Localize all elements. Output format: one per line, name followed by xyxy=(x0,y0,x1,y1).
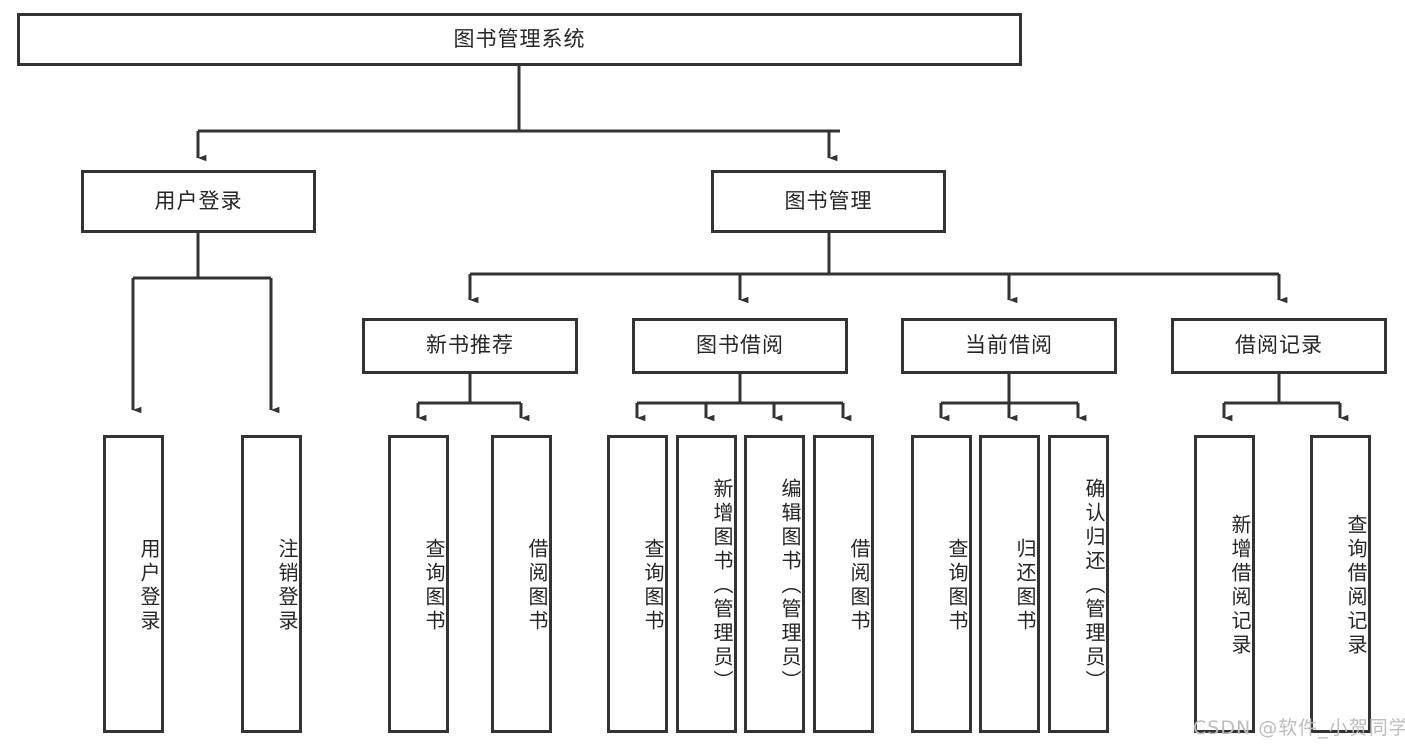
leaf-add-book-admin[interactable]: 新增图书（管理员） xyxy=(676,435,737,733)
leaf-query-book-current[interactable]: 查询图书 xyxy=(911,435,972,733)
leaf-edit-book-admin[interactable]: 编辑图书（管理员） xyxy=(744,435,805,733)
leaf-confirm-return-admin[interactable]: 确认归还（管理员） xyxy=(1048,435,1109,733)
node-root[interactable]: 图书管理系统 xyxy=(17,13,1022,66)
leaf-borrow-book-borrow[interactable]: 借阅图书 xyxy=(813,435,874,733)
node-book-management[interactable]: 图书管理 xyxy=(711,170,946,233)
leaf-add-borrow-record[interactable]: 新增借阅记录 xyxy=(1194,435,1255,733)
csdn-watermark: CSDN @软件_小贺同学 xyxy=(1193,717,1405,739)
leaf-query-book-borrow[interactable]: 查询图书 xyxy=(607,435,668,733)
node-borrow-record[interactable]: 借阅记录 xyxy=(1171,318,1387,374)
leaf-query-borrow-record[interactable]: 查询借阅记录 xyxy=(1310,435,1371,733)
node-new-book-recommendation[interactable]: 新书推荐 xyxy=(362,318,578,374)
node-user-login[interactable]: 用户登录 xyxy=(81,170,316,233)
node-current-borrow[interactable]: 当前借阅 xyxy=(901,318,1117,374)
leaf-query-book-recommendation[interactable]: 查询图书 xyxy=(388,435,449,733)
leaf-borrow-book-recommendation[interactable]: 借阅图书 xyxy=(491,435,552,733)
leaf-user-login[interactable]: 用户登录 xyxy=(103,435,164,733)
leaf-logout[interactable]: 注销登录 xyxy=(241,435,302,733)
node-book-borrow[interactable]: 图书借阅 xyxy=(632,318,848,374)
leaf-return-book[interactable]: 归还图书 xyxy=(979,435,1040,733)
